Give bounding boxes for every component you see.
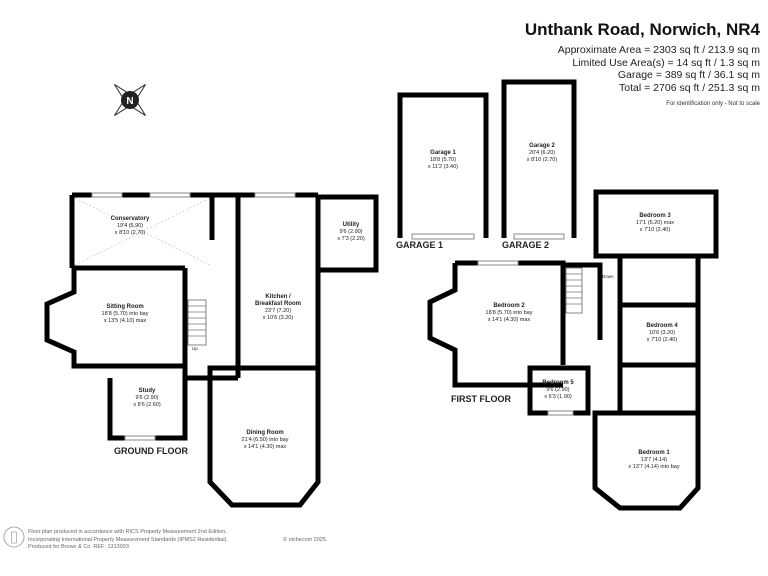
garage-1-label: GARAGE 1 [396,240,444,250]
property-title: Unthank Road, Norwich, NR4 [524,20,760,39]
footer-line: Produced for Brown & Co. REF: 1313903 [28,544,129,550]
compass-label: N [126,96,133,107]
approximate-area: Approximate Area = 2303 sq ft / 213.9 sq… [557,44,760,56]
ground-floor-label: GROUND FLOOR [114,446,188,456]
ground-floor-walls [44,192,379,508]
footer-line: Incorporating International Property Mea… [28,536,228,543]
copyright: © nichecom 2025. [283,536,328,543]
first-floor-label: FIRST FLOOR [451,394,511,404]
garage-area: Garage = 389 sq ft / 36.1 sq m [617,69,760,81]
footer-text: Floor plan produced in accordance with R… [28,529,228,552]
stairs-down-label: Down [602,274,614,279]
conservatory-roof-lines [74,197,211,266]
garage-2-walls [501,79,577,238]
garage-2-label: GARAGE 2 [502,240,550,250]
stairs [187,267,583,346]
first-floor-walls [427,189,719,511]
garage-1-walls [397,92,489,238]
person-logo-icon [3,526,25,548]
footer-line: Floor plan produced in accordance with R… [28,529,227,535]
compass-icon [114,84,146,116]
total-area: Total = 2706 sq ft / 251.3 sq m [619,81,760,94]
stairs-up-label: Up [192,346,198,351]
limited-use-area: Limited Use Area(s) = 14 sq ft / 1.3 sq … [572,56,760,69]
scale-note: For identification only - Not to scale [666,101,760,107]
